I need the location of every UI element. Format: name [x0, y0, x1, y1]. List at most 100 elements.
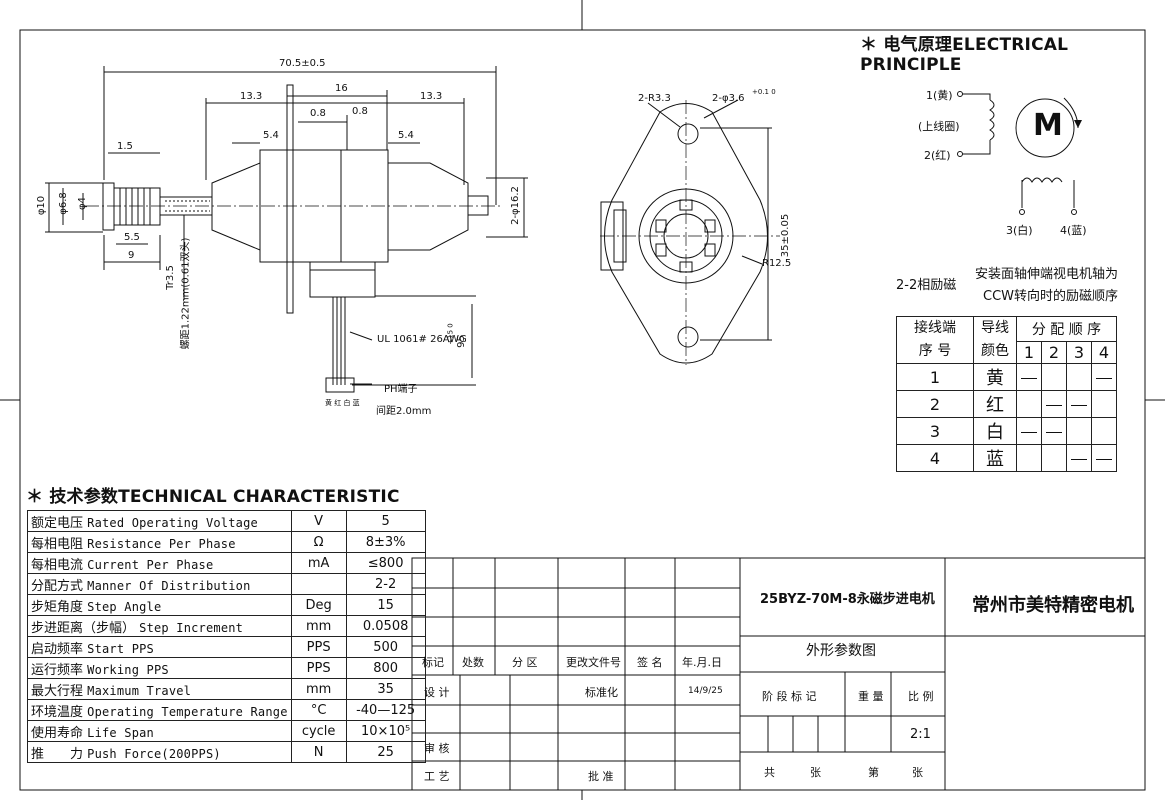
sequence-cell — [1016, 390, 1042, 418]
tech-value: 35 — [345, 678, 426, 700]
dim-13-left: 13.3 — [240, 91, 263, 102]
sequence-step-header: 3 — [1066, 340, 1092, 365]
terminal-number: 2 — [896, 390, 974, 418]
tech-param: 额定电压 Rated Operating Voltage — [27, 510, 292, 532]
ccw-note-line1: 安装面轴伸端视电机轴为 — [975, 267, 1119, 282]
pitch-label: 螺距1.22mm(0.61双头) — [180, 237, 192, 350]
dim-phi10: φ10 — [36, 195, 48, 216]
tech-param-zh: 运行频率 — [31, 662, 84, 678]
tech-param: 每相电流 Current Per Phase — [27, 552, 292, 574]
tech-param: 运行频率 Working PPS — [27, 657, 292, 679]
tb-qianming: 签 名 — [637, 656, 663, 669]
tech-param-en: Working PPS — [87, 662, 169, 677]
tech-param: 环境温度 Operating Temperature Range — [27, 699, 292, 721]
model-name: 25BYZ-70M-8永磁步进电机 — [760, 592, 935, 607]
tb-nianyueri: 年.月.日 — [682, 656, 722, 669]
tech-value: 8±3% — [345, 531, 426, 553]
tb-date: 14/9/25 — [688, 686, 723, 696]
tech-param-en: Step Increment — [139, 620, 244, 635]
tech-param-zh: 步矩角度 — [31, 599, 84, 615]
sequence-cell — [1091, 363, 1117, 391]
sequence-header: 分 配 顺 序 — [1016, 316, 1117, 342]
tb-fenqu: 分 区 — [512, 656, 538, 669]
energized-mark — [1096, 458, 1112, 460]
dim-35: 35±0.05 — [780, 213, 792, 258]
tech-param: 启动频率 Start PPS — [27, 636, 292, 658]
tech-unit: mm — [290, 615, 347, 637]
sequence-cell — [1091, 417, 1117, 445]
tech-unit: PPS — [290, 657, 347, 679]
tech-param-en: Start PPS — [87, 641, 154, 656]
dim-phi4: φ4 — [76, 197, 88, 210]
thread-label: Tr3.5 — [164, 265, 176, 290]
tech-unit: mA — [290, 552, 347, 574]
tech-param-zh: 额定电压 — [31, 515, 84, 531]
tech-param-en: Life Span — [87, 725, 154, 740]
tech-param: 使用寿命 Life Span — [27, 720, 292, 742]
tech-param: 推 力 Push Force(200PPS) — [27, 741, 292, 763]
tech-unit: °C — [290, 699, 347, 721]
energized-mark — [1071, 404, 1087, 406]
sequence-cell — [1041, 390, 1067, 418]
tech-param-zh: 分配方式 — [31, 578, 84, 594]
energized-mark — [1071, 458, 1087, 460]
wire-color-order: 黄 红 白 蓝 — [325, 399, 360, 407]
terminal-number: 4 — [896, 444, 974, 472]
tb-di: 第 — [868, 766, 879, 779]
tech-param-zh: 启动频率 — [31, 641, 84, 657]
tech-unit: mm — [290, 678, 347, 700]
tech-unit: V — [290, 510, 347, 532]
wire-color: 蓝 — [973, 444, 1017, 472]
dim-13-right: 13.3 — [420, 91, 443, 102]
cable-spec: UL 1061# 26AWG — [377, 334, 467, 345]
tech-unit: Deg — [290, 594, 347, 616]
wire3-label: 3(白) — [1006, 224, 1033, 237]
tb-gong: 共 — [764, 766, 775, 779]
tech-value: 2-2 — [345, 573, 426, 595]
sequence-cell — [1091, 444, 1117, 472]
wire2-label: 2(红) — [924, 149, 951, 162]
tech-value: 0.0508 — [345, 615, 426, 637]
connector-label: PH端子 — [384, 384, 418, 395]
cable-length: 95 — [455, 335, 467, 348]
drawing-name: 外形参数图 — [806, 643, 876, 659]
dim-phi68: φ6.8 — [57, 192, 69, 215]
tb-biaoji: 标记 — [422, 656, 444, 669]
tech-unit: PPS — [290, 636, 347, 658]
tech-param-zh: 步进距离（步幅） — [31, 620, 136, 636]
dim-08-left: 0.8 — [310, 108, 326, 119]
front-view — [600, 99, 780, 365]
tech-unit — [290, 573, 347, 595]
dim-55: 5.5 — [124, 232, 140, 243]
wire-color: 红 — [973, 390, 1017, 418]
tech-value: 25 — [345, 741, 426, 763]
dim-phi36-tol: +0.1 0 — [752, 88, 776, 96]
dim-54-left: 5.4 — [263, 130, 279, 141]
energized-mark — [1021, 431, 1037, 433]
tb-scale: 2:1 — [910, 727, 931, 742]
tech-param-zh: 环境温度 — [31, 704, 84, 720]
tech-value: 500 — [345, 636, 426, 658]
tb-chushu: 处数 — [462, 656, 484, 669]
sequence-cell — [1066, 417, 1092, 445]
tech-value: 15 — [345, 594, 426, 616]
dim-overall: 70.5±0.5 — [279, 58, 326, 69]
dim-54-right: 5.4 — [398, 130, 414, 141]
dim-phi36: 2-φ3.6 — [712, 93, 745, 104]
dim-15: 1.5 — [117, 141, 133, 152]
sequence-cell — [1016, 444, 1042, 472]
side-view — [45, 66, 528, 393]
sequence-cell — [1041, 363, 1067, 391]
tech-param: 步进距离（步幅） Step Increment — [27, 615, 292, 637]
tech-param-zh: 每相电阻 — [31, 536, 84, 552]
wire-color: 白 — [973, 417, 1017, 445]
tech-param-zh: 使用寿命 — [31, 725, 84, 741]
